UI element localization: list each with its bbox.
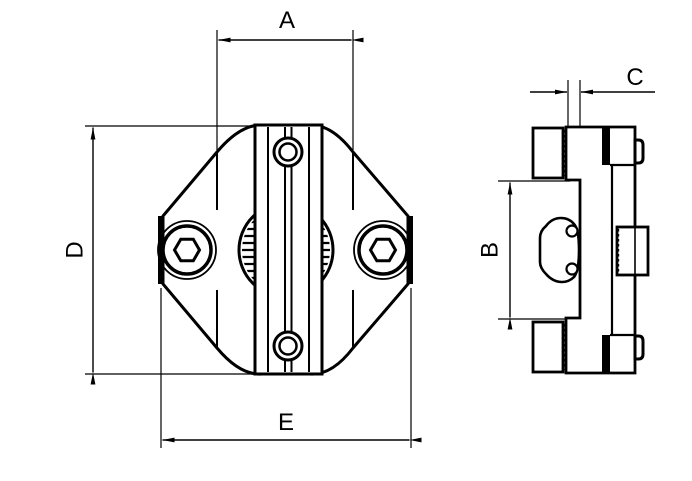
dimension-e: E	[160, 288, 422, 448]
hex-socket-left	[172, 237, 202, 263]
section-wall-top	[602, 128, 610, 165]
screw-tip-bottom-right	[633, 334, 645, 361]
side-body-steps	[602, 128, 635, 373]
jaw-edges	[216, 152, 354, 347]
hex-socket-right	[368, 237, 398, 263]
dimension-c: C	[530, 64, 655, 126]
dim-d-label: D	[61, 241, 88, 258]
screw-tip-top-right	[633, 138, 645, 165]
dimension-a: A	[216, 7, 364, 150]
band-screw-top	[272, 136, 304, 168]
nut-notch-bottom	[565, 262, 579, 276]
dim-a-label: A	[279, 7, 295, 34]
dim-e-label: E	[278, 409, 294, 436]
nut-notch-top	[565, 224, 579, 238]
hex-socket-screw-left	[161, 224, 213, 276]
screw-head-top-left	[531, 126, 566, 180]
side-view: C B	[476, 64, 655, 375]
front-view: A D E	[61, 7, 422, 448]
nut-profile	[538, 216, 581, 284]
dim-b-label: B	[476, 242, 503, 258]
side-body-outline	[564, 125, 637, 375]
side-face-left	[158, 216, 164, 284]
dim-c-label: C	[626, 64, 643, 91]
hex-socket-screw-right	[357, 224, 409, 276]
screw-head-bottom-left	[531, 320, 566, 374]
section-wall-bottom	[602, 335, 610, 373]
side-face-right	[407, 216, 413, 284]
dimension-b: B	[476, 180, 570, 330]
band-screw-bottom	[272, 330, 304, 362]
clamp-block-right	[615, 225, 650, 277]
